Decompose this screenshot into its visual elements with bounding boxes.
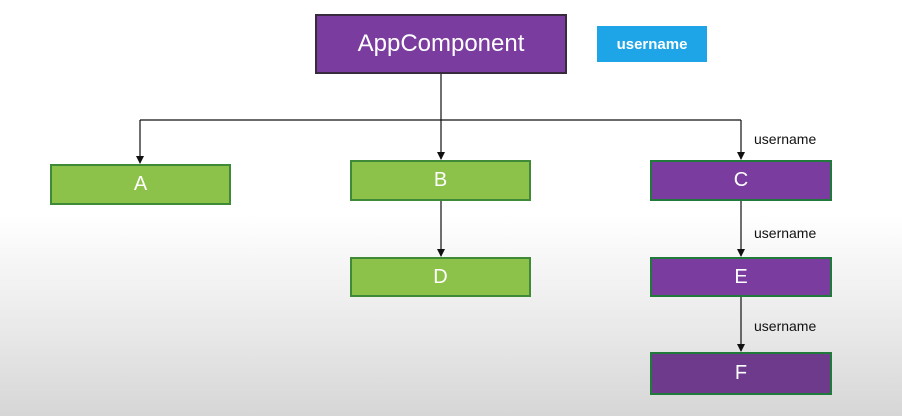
node-a: A [50,164,231,205]
node-e-label: E [734,265,748,288]
node-d: D [350,257,531,297]
node-d-label: D [433,265,448,288]
edge-label-c-to-e: username [754,225,817,241]
node-b: B [350,160,531,201]
edge-label-e-to-f: username [754,318,817,334]
edge-label-to-c: username [754,131,817,147]
node-b-label: B [433,169,448,191]
username-badge: username [597,26,707,62]
node-f: F [650,352,832,395]
node-e: E [650,257,832,297]
node-a-label: A [133,173,148,195]
node-f-label: F [734,362,748,384]
node-c-label: C [733,169,749,191]
node-app-component: AppComponent [315,14,567,74]
node-app-component-label: AppComponent [357,30,525,57]
username-badge-label: username [616,35,688,53]
node-c: C [650,160,832,201]
